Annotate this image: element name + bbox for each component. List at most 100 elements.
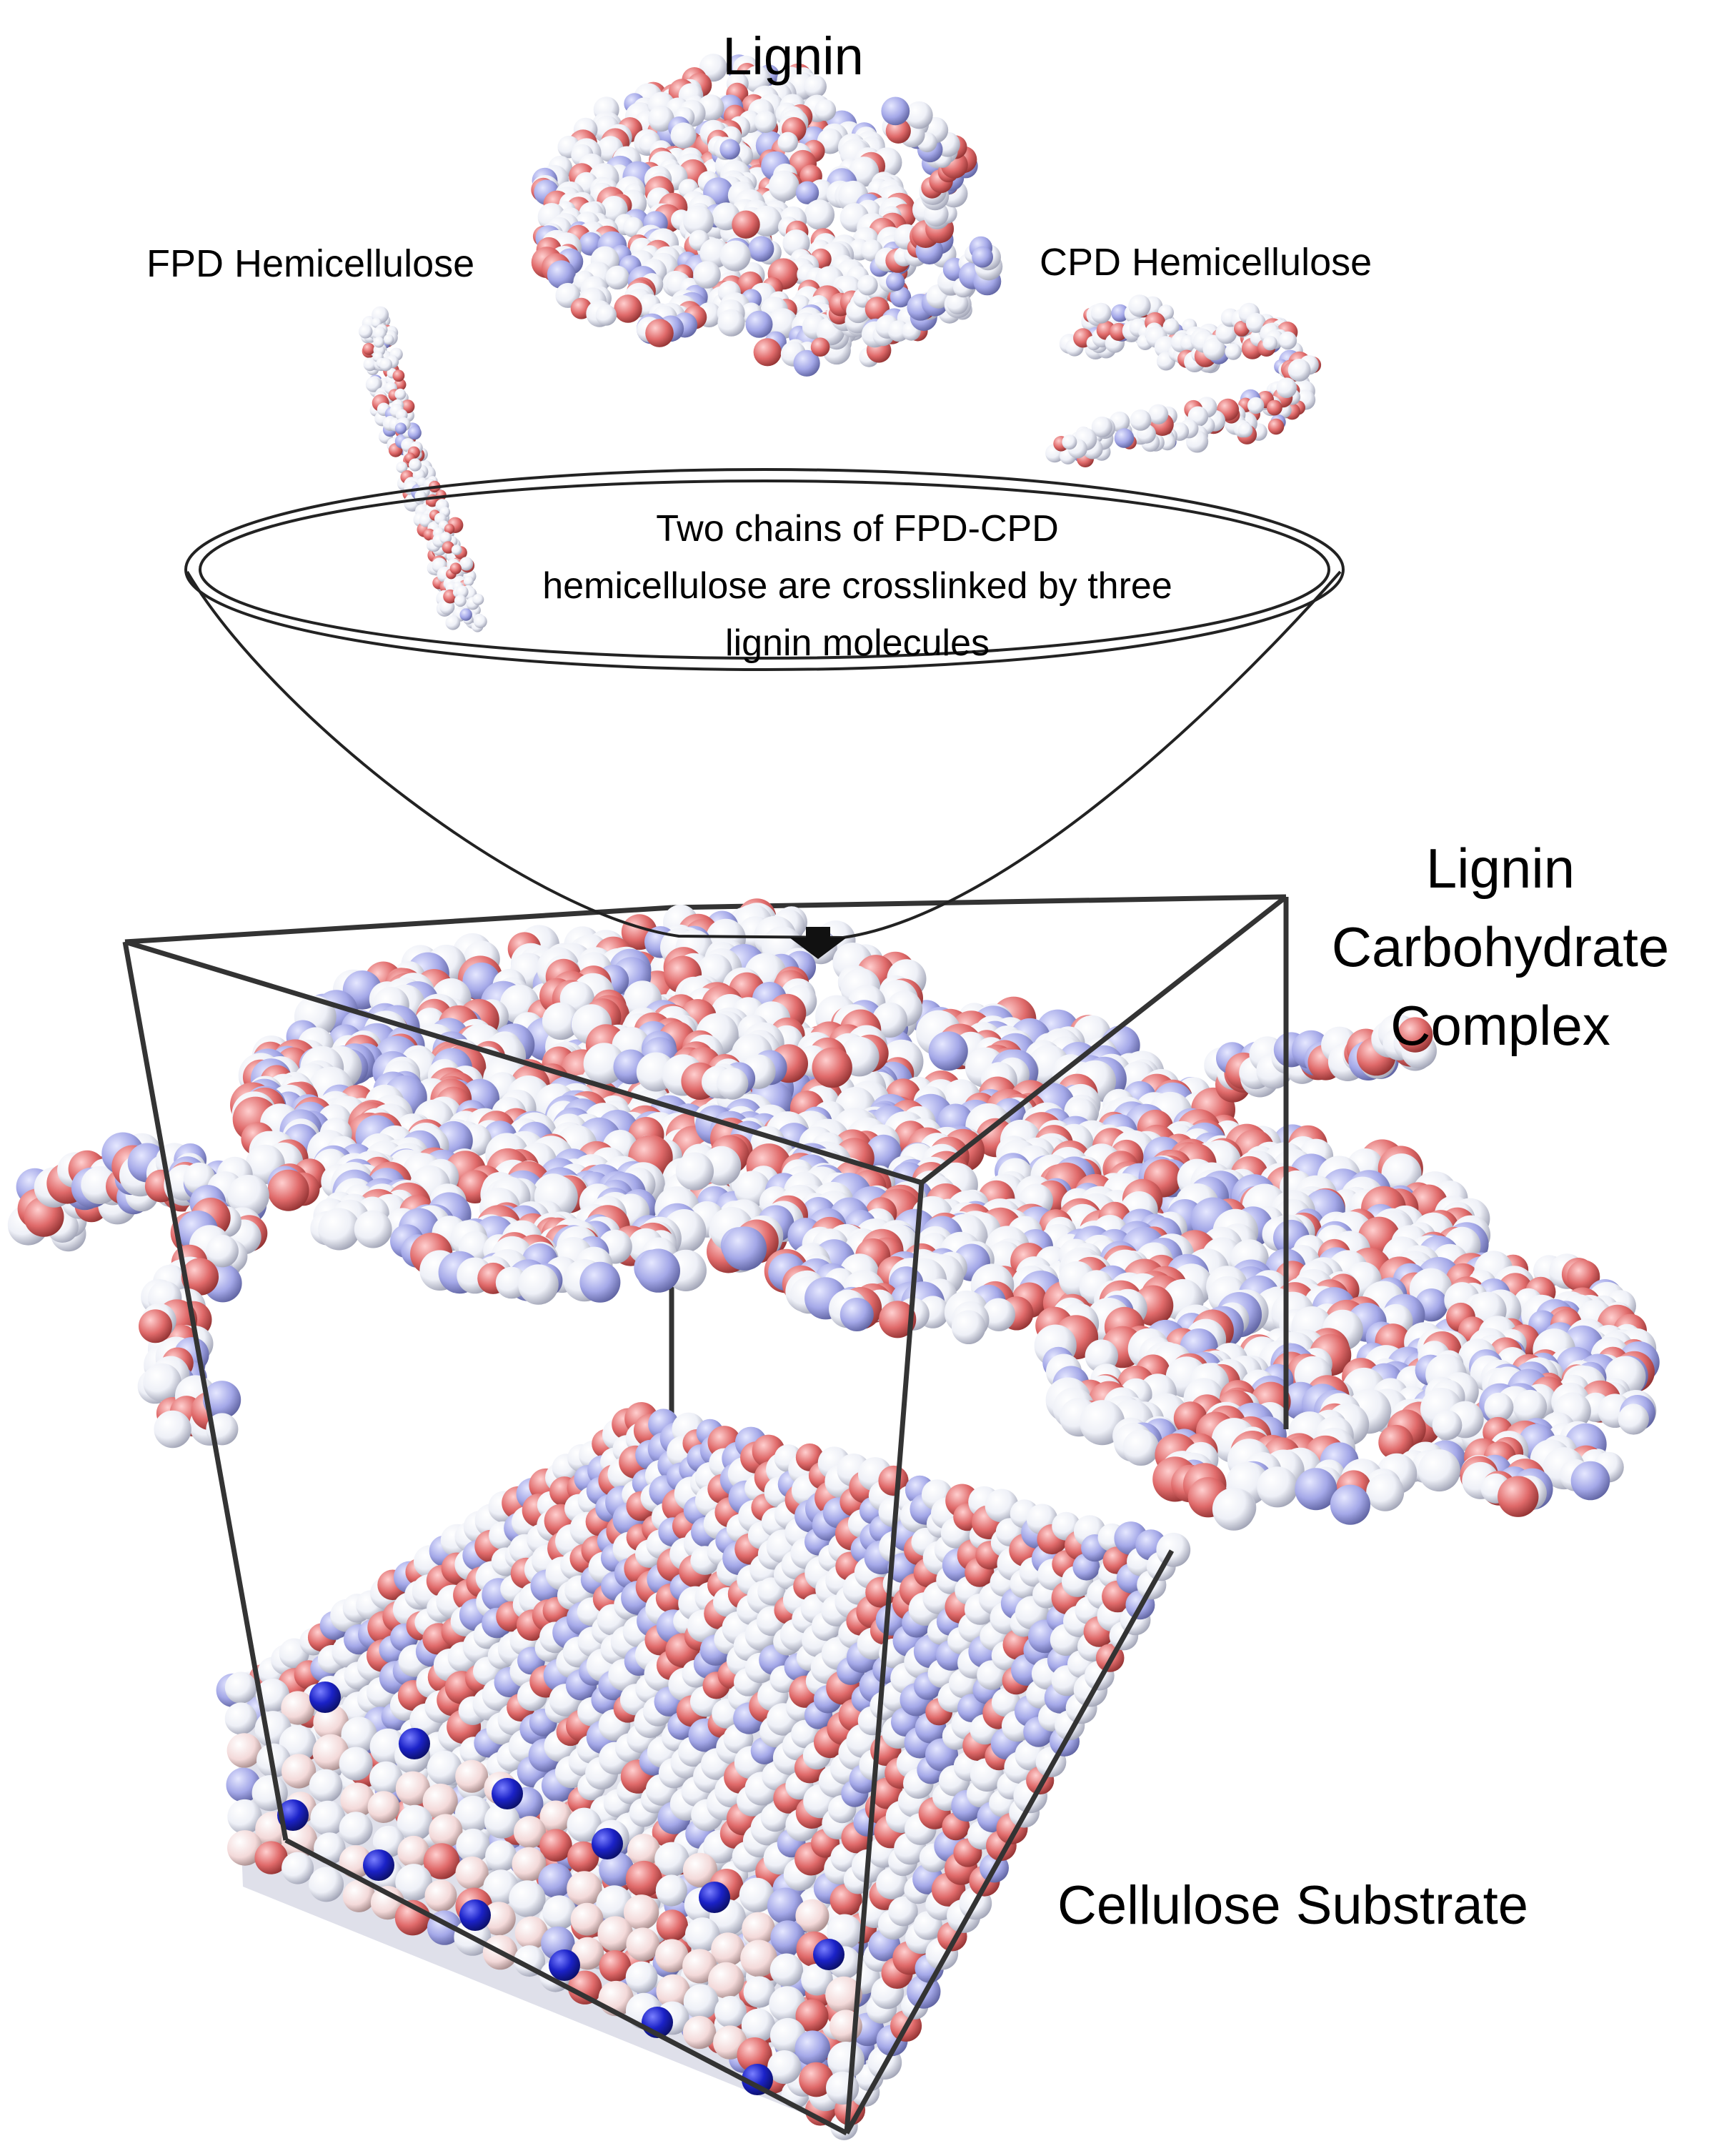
cellulose-atom bbox=[741, 2008, 775, 2042]
cellulose-atom bbox=[794, 2030, 831, 2066]
cellulose-atom bbox=[224, 1702, 257, 1735]
lignin-atom bbox=[814, 99, 837, 121]
cellulose-atom bbox=[888, 1896, 918, 1927]
complex-atom bbox=[1212, 1487, 1255, 1531]
fpd-atom bbox=[383, 334, 394, 345]
cellulose-atom bbox=[991, 1688, 1021, 1717]
cpd-hemicellulose-molecule-model bbox=[1045, 294, 1322, 467]
complex-atom bbox=[675, 1152, 714, 1191]
cellulose-atom bbox=[339, 1747, 373, 1781]
cellulose-atom bbox=[542, 1895, 577, 1930]
cpd-atom bbox=[1267, 399, 1282, 416]
cellulose-atom bbox=[743, 1976, 775, 2008]
cellulose-atom bbox=[740, 1939, 777, 1977]
complex-atom bbox=[1570, 1461, 1610, 1501]
cellulose-atom bbox=[826, 2071, 860, 2105]
funnel-caption-line: Two chains of FPD-CPD bbox=[656, 508, 1059, 550]
cellulose-atom bbox=[567, 1841, 599, 1874]
cellulose-atom bbox=[256, 1678, 290, 1713]
lignin-atom bbox=[719, 240, 751, 272]
fpd-atom bbox=[394, 388, 407, 400]
cellulose-atom bbox=[509, 1880, 546, 1917]
complex-label-line: Complex bbox=[1390, 994, 1610, 1057]
cellulose-atom bbox=[597, 1916, 634, 1952]
cellulose-atom bbox=[655, 1939, 689, 1972]
cellulose-atom bbox=[538, 1863, 573, 1898]
complex-atom bbox=[982, 1298, 1016, 1331]
complex-atom bbox=[812, 1047, 852, 1088]
cellulose-atom bbox=[767, 1887, 804, 1924]
cellulose-atom bbox=[455, 1759, 489, 1793]
complex-label-line: Lignin bbox=[1425, 837, 1575, 900]
complex-atom bbox=[579, 1261, 621, 1303]
cellulose-atom bbox=[625, 1961, 658, 1994]
cellulose-atom bbox=[570, 1902, 604, 1936]
lignin-atom bbox=[881, 96, 910, 126]
cellulose-atom bbox=[684, 1917, 720, 1952]
marker-atom bbox=[459, 1899, 491, 1931]
cellulose-atom bbox=[739, 1877, 774, 1913]
cellulose-atom bbox=[227, 1799, 262, 1834]
complex-atom bbox=[839, 1298, 874, 1331]
lignin-atom bbox=[645, 319, 674, 347]
complex-atom bbox=[1618, 1404, 1649, 1435]
lignin-label: Lignin bbox=[722, 26, 864, 86]
cellulose-atom bbox=[539, 1800, 572, 1833]
complex-atom bbox=[139, 1309, 172, 1343]
lignin-atom bbox=[753, 338, 782, 367]
fpd-atom bbox=[394, 422, 407, 434]
lignin-atom bbox=[693, 261, 721, 289]
cpd-atom bbox=[1130, 409, 1152, 431]
cpd-hemicellulose-label: CPD Hemicellulose bbox=[1040, 241, 1372, 284]
cellulose-atom bbox=[340, 1782, 375, 1817]
cellulose-atom bbox=[539, 1829, 572, 1862]
lignin-atom bbox=[595, 304, 617, 326]
complex-atom bbox=[1257, 1466, 1298, 1508]
cellulose-atom bbox=[455, 1856, 489, 1890]
lignin-carbohydrate-complex-label: Lignin Carbohydrate Complex bbox=[1300, 829, 1700, 1065]
funnel-caption: Two chains of FPD-CPD hemicellulose are … bbox=[457, 500, 1257, 672]
lignin-atom bbox=[768, 170, 799, 202]
marker-atom bbox=[492, 1778, 523, 1809]
marker-atom bbox=[363, 1849, 394, 1881]
marker-atom bbox=[309, 1681, 341, 1713]
cpd-atom bbox=[1090, 302, 1112, 324]
lignin-carbohydrate-complex-model bbox=[7, 898, 1660, 1531]
cellulose-atom bbox=[224, 1671, 257, 1704]
cellulose-atom bbox=[567, 1871, 602, 1907]
lignin-atom bbox=[905, 101, 933, 129]
funnel-caption-line: lignin molecules bbox=[725, 622, 990, 664]
cellulose-substrate-model bbox=[216, 1402, 1191, 2140]
fpd-atom bbox=[407, 426, 422, 440]
lignin-molecule-model bbox=[531, 54, 1003, 377]
lignin-atom bbox=[810, 337, 830, 357]
complex-label-line: Carbohydrate bbox=[1331, 915, 1670, 978]
fpd-hemicellulose-label: FPD Hemicellulose bbox=[146, 242, 475, 285]
cellulose-atom bbox=[767, 2050, 802, 2085]
cpd-atom bbox=[1148, 404, 1169, 424]
cellulose-atom bbox=[625, 1860, 662, 1897]
complex-atom bbox=[1432, 1410, 1463, 1441]
fpd-atom bbox=[379, 358, 393, 372]
cellulose-atom bbox=[568, 1970, 602, 2005]
cellulose-atom bbox=[682, 2015, 717, 2050]
cellulose-atom bbox=[370, 1886, 405, 1920]
complex-atom bbox=[879, 1301, 917, 1338]
cellulose-atom bbox=[281, 1691, 315, 1725]
cpd-atom bbox=[1114, 428, 1135, 448]
cellulose-atom bbox=[742, 1912, 775, 1945]
fpd-atom bbox=[392, 369, 405, 382]
cellulose-atom bbox=[372, 1825, 405, 1858]
fpd-atom bbox=[362, 342, 375, 355]
complex-atom bbox=[716, 1068, 749, 1100]
cellulose-atom bbox=[341, 1717, 377, 1753]
cellulose-atom bbox=[512, 1847, 547, 1882]
cellulose-atom bbox=[310, 1800, 346, 1836]
cellulose-atom bbox=[599, 1852, 634, 1887]
lignin-atom bbox=[754, 110, 777, 133]
cellulose-atom bbox=[655, 1874, 687, 1907]
cellulose-atom bbox=[770, 1920, 805, 1955]
cellulose-atom bbox=[369, 1761, 403, 1795]
cellulose-atom bbox=[1156, 1532, 1191, 1567]
complex-atom bbox=[518, 1264, 559, 1305]
